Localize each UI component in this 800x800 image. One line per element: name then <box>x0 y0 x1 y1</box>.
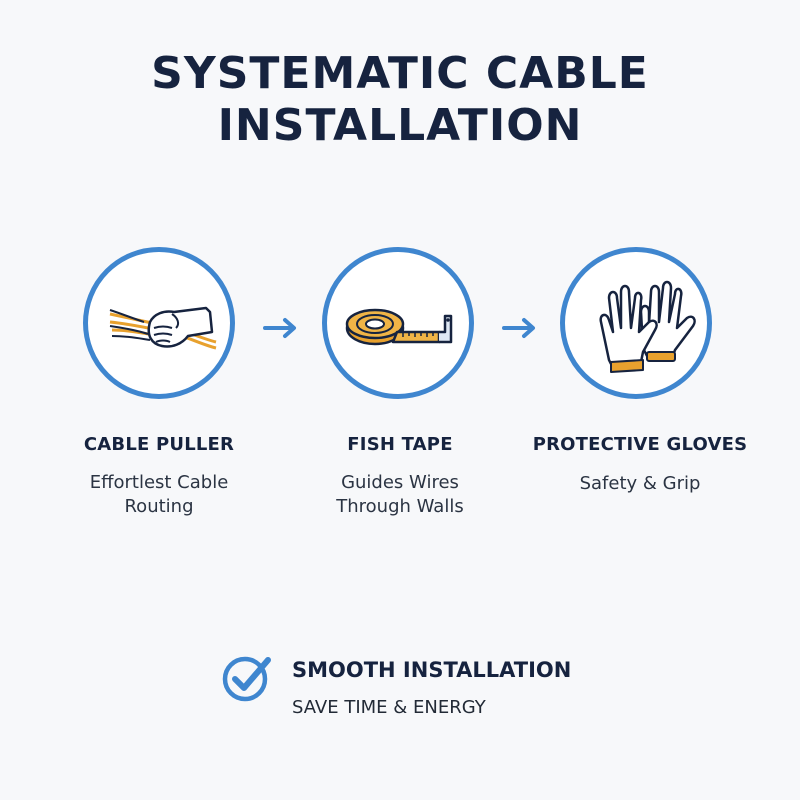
step-circle-fish-tape <box>322 247 474 399</box>
step-desc-line: Routing <box>124 496 194 517</box>
step-desc-gloves: Safety & Grip <box>540 472 740 496</box>
step-circle-cable-puller <box>83 247 235 399</box>
step-desc-cable-puller: Effortlest Cable Routing <box>59 471 259 519</box>
fish-tape-icon <box>345 308 453 346</box>
arrow-right-icon <box>263 318 296 338</box>
checkmark-circle-icon <box>222 656 271 702</box>
gloves-icon <box>599 280 696 373</box>
arrow-right-icon <box>502 318 535 338</box>
step-desc-fish-tape: Guides Wires Through Walls <box>300 471 500 519</box>
title-line-2: INSTALLATION <box>217 100 583 151</box>
footer-title: SMOOTH INSTALLATION <box>292 658 572 682</box>
cable-puller-icon <box>109 306 217 350</box>
step-label-cable-puller: CABLE PULLER <box>83 434 235 455</box>
step-desc-line: Guides Wires <box>341 472 459 493</box>
step-label-fish-tape: FISH TAPE <box>347 434 453 455</box>
footer-subtitle: SAVE TIME & ENERGY <box>292 697 486 718</box>
step-circle-gloves <box>560 247 712 399</box>
page-title: SYSTEMATIC CABLE INSTALLATION <box>0 48 800 152</box>
step-desc-line: Through Walls <box>336 496 464 517</box>
step-desc-line: Effortlest Cable <box>89 472 229 493</box>
step-label-gloves: PROTECTIVE GLOVES <box>532 434 748 455</box>
step-desc-line: Safety & Grip <box>579 473 701 494</box>
title-line-1: SYSTEMATIC CABLE <box>151 48 649 99</box>
